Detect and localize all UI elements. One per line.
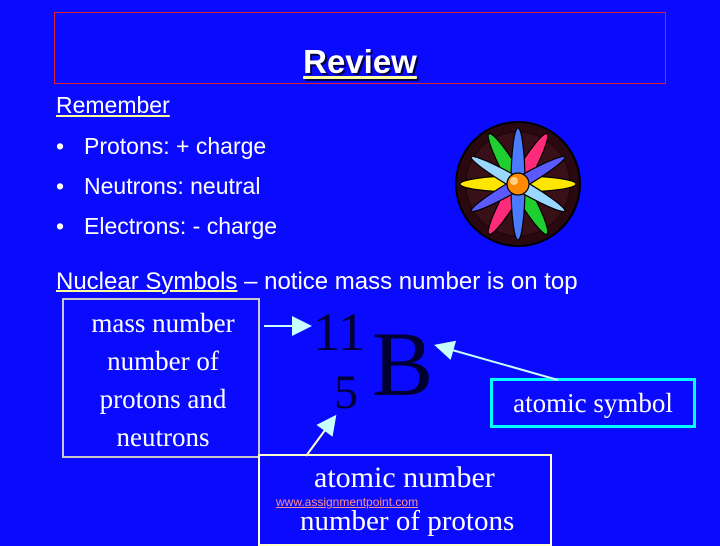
list-item: • Electrons: - charge <box>56 210 277 250</box>
nuclear-symbols-line: Nuclear Symbols – notice mass number is … <box>56 268 578 296</box>
list-item: • Protons: + charge <box>56 130 277 170</box>
atomic-number-box: atomic number number of protons <box>258 454 552 546</box>
bullet-text: Protons: + charge <box>84 133 267 159</box>
mass-number-box: mass number number of protons and neutro… <box>62 298 260 458</box>
bullet-marker: • <box>56 173 65 199</box>
remember-heading: Remember <box>56 92 170 118</box>
bullet-text: Electrons: - charge <box>84 213 278 239</box>
element-symbol: B <box>372 313 434 415</box>
watermark-link[interactable]: www.assignmentpoint.com <box>276 495 419 509</box>
atomic-symbol-label: atomic symbol <box>513 388 673 418</box>
list-item: • Neutrons: neutral <box>56 170 277 210</box>
nuclear-heading: Nuclear Symbols <box>56 268 238 295</box>
atomic-number-label: atomic number <box>314 461 495 494</box>
mass-number-description: mass number number of protons and neutro… <box>58 304 268 456</box>
atom-icon <box>455 121 581 247</box>
mass-line: mass number <box>91 308 235 338</box>
mass-line: neutrons <box>116 422 210 452</box>
bullet-marker: • <box>56 133 65 159</box>
mass-line: protons and <box>99 384 227 414</box>
atomic-number-arrow <box>305 414 337 457</box>
mass-number-value: 11 <box>313 302 365 362</box>
mass-line: number of <box>107 346 219 376</box>
bullet-text: Neutrons: neutral <box>84 173 261 199</box>
charge-list: • Protons: + charge • Neutrons: neutral … <box>56 130 277 250</box>
title-box: Review <box>54 12 666 84</box>
nuclear-note: – notice mass number is on top <box>237 268 578 295</box>
atomic-symbol-box: atomic symbol <box>490 378 696 428</box>
bullet-marker: • <box>56 213 65 239</box>
atomic-number-value: 5 <box>334 366 358 419</box>
slide-title: Review <box>303 43 417 80</box>
atomic-number-sub: number of protons <box>300 505 515 537</box>
symbol-arrow <box>434 340 559 381</box>
